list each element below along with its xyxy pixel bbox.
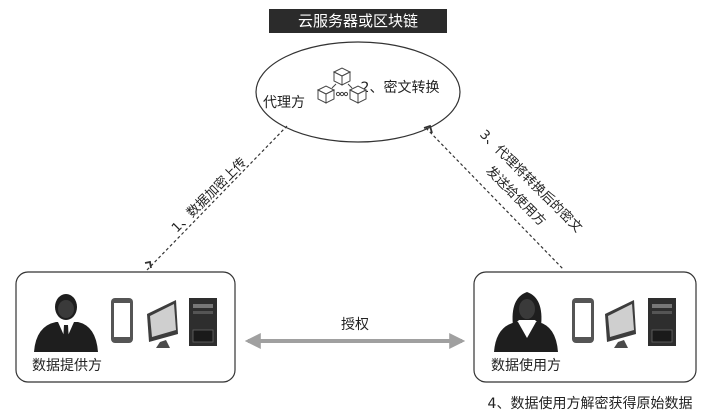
user-node: 数据使用方 [473,271,697,383]
monitor-icon [605,300,636,348]
computer-tower-icon [648,298,676,346]
proxy-step2-label: 2、密文转换 [361,79,440,96]
provider-node: 数据提供方 [15,271,236,383]
businesswoman-icon [494,292,558,352]
step4-label: 4、数据使用方解密获得原始数据 [488,395,693,412]
blockchain-cubes-icon [316,67,368,104]
header-tag: 云服务器或区块链 [269,9,447,33]
provider-label: 数据提供方 [32,358,102,374]
computer-tower-icon [189,298,217,346]
proxy-label: 代理方 [263,95,305,111]
authorize-label: 授权 [341,317,369,333]
upload-edge-label: 1、数据加密上传 [168,154,250,236]
phone-icon [111,298,133,343]
proxy-node: 代理方 2、密文转换 [255,41,461,143]
monitor-icon [147,300,178,348]
send-edge [423,124,565,271]
header-label: 云服务器或区块链 [298,12,418,30]
phone-icon [572,298,594,343]
user-label: 数据使用方 [491,357,561,374]
businessman-icon [34,294,98,352]
upload-edge [144,125,288,271]
